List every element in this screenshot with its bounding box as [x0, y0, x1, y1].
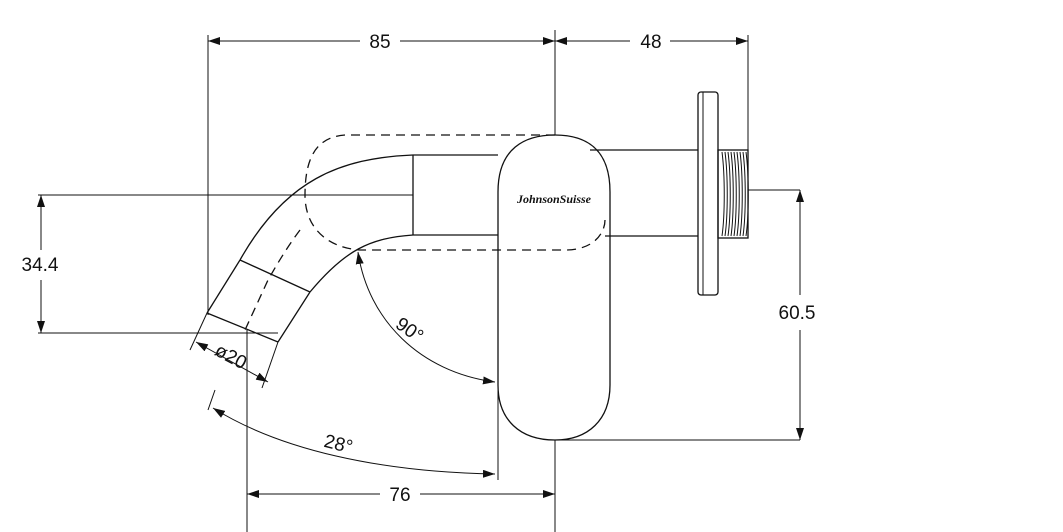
dimension-28deg: 28°	[212, 407, 496, 478]
mixer-body: JohnsonSuisse	[497, 134, 611, 441]
dimension-48: 48	[555, 32, 748, 53]
dim-48-label: 48	[640, 32, 661, 53]
thread-ridge	[730, 151, 734, 237]
thread-ridge	[733, 151, 737, 237]
dim-85-label: 85	[369, 32, 390, 53]
thread-ridge	[724, 151, 728, 237]
dimension-76: 76	[247, 485, 555, 506]
thread-ridge	[721, 151, 725, 237]
spout	[206, 154, 498, 343]
spout-rotated-outline	[244, 134, 606, 331]
dimension-diameter: ø20	[195, 340, 269, 383]
wall-flange	[697, 91, 719, 296]
connector-pipe	[590, 149, 800, 237]
dimension-34-4: 34.4	[22, 195, 59, 333]
dimension-60-5: 60.5	[779, 190, 816, 440]
dim-60-5-label: 60.5	[779, 303, 816, 324]
thread-ridge	[727, 151, 731, 237]
brand-label: JohnsonSuisse	[516, 192, 592, 206]
threaded-connector	[717, 149, 749, 239]
extension-lines	[38, 30, 800, 532]
thread-ridge	[736, 151, 740, 237]
dim-76-label: 76	[389, 485, 410, 506]
dim-34-4-label: 34.4	[22, 255, 59, 276]
thread-ridge	[739, 151, 743, 237]
thread-ridge	[742, 151, 746, 237]
thread-ridge	[745, 151, 749, 237]
dim-90-label: 90°	[391, 314, 427, 348]
dimension-90deg: 90°	[355, 251, 496, 385]
dimension-85: 85	[208, 32, 555, 53]
